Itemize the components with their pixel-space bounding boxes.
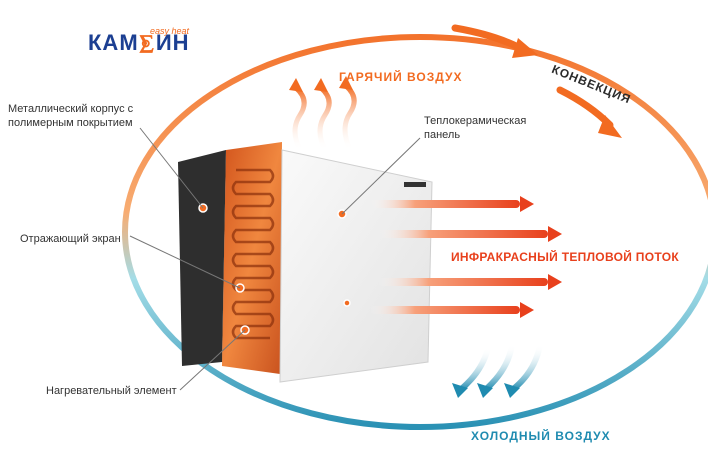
brand-logo: КАМ⨊ИН xyxy=(88,30,190,56)
logo-text-right: ИН xyxy=(155,30,190,55)
convection-arrow-1 xyxy=(451,24,524,52)
hot-air-label: ГАРЯЧИЙ ВОЗДУХ xyxy=(339,70,463,84)
callout-ceramic-panel-line1: Теплокерамическая xyxy=(424,115,527,127)
cold-air-label: ХОЛОДНЫЙ ВОЗДУХ xyxy=(471,429,611,443)
callout-metal-housing-line2: полимерным покрытием xyxy=(8,117,133,129)
flame-icon: ⨊ xyxy=(139,30,155,55)
panel-badge xyxy=(404,182,426,187)
cold-air-arrowheads xyxy=(452,383,520,398)
convection-arrowhead-1 xyxy=(512,38,538,58)
callout-metal-housing-line1: Металлический корпус с xyxy=(8,103,134,115)
metal-housing xyxy=(178,150,226,366)
infrared-arrowheads xyxy=(520,196,562,318)
logo-tagline: easy heat xyxy=(150,26,190,36)
hot-air-arrowheads xyxy=(289,76,353,92)
reflective-screen xyxy=(222,142,282,374)
infrared-label: ИНФРАКРАСНЫЙ ТЕПЛОВОЙ ПОТОК xyxy=(451,250,679,264)
callout-heating-element: Нагревательный элемент xyxy=(46,385,177,397)
infrared-arrows xyxy=(370,200,548,314)
cold-air-arrows xyxy=(457,342,543,393)
callout-reflective-screen: Отражающий экран xyxy=(20,233,121,245)
callout-metal-housing: Металлический корпус с полимерным покрыт… xyxy=(8,102,133,130)
callout-lines xyxy=(129,127,421,391)
hot-air-arrows xyxy=(292,83,357,153)
callout-ceramic-panel: Теплокерамическая панель xyxy=(424,114,526,142)
logo-text-left: КАМ xyxy=(88,30,139,55)
convection-ring xyxy=(122,34,708,430)
convection-arrowhead-2 xyxy=(598,115,622,138)
heating-coil xyxy=(231,168,275,340)
callout-ceramic-panel-line2: панель xyxy=(424,129,461,141)
